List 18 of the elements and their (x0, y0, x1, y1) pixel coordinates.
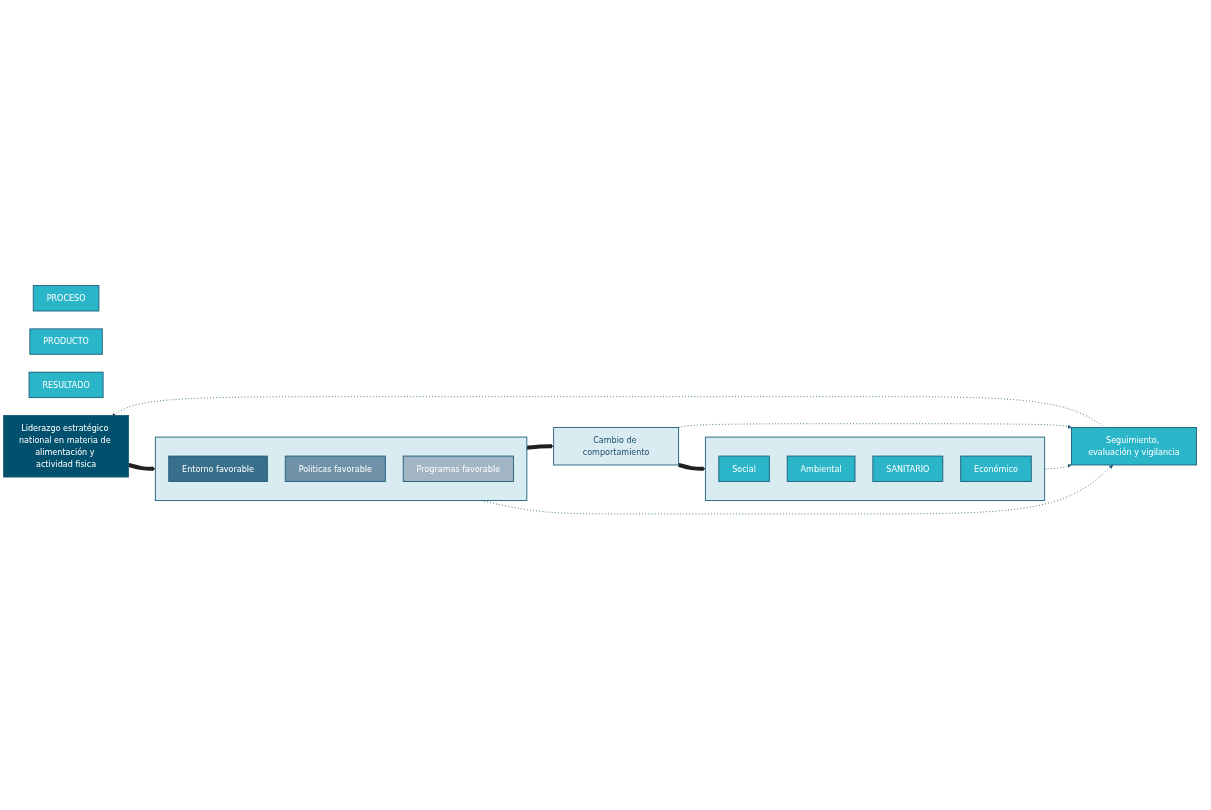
arrow (128, 463, 156, 472)
node-box: Social (718, 455, 770, 483)
node-box: Entorno favorable (168, 455, 268, 483)
cluster (704, 436, 1046, 502)
node-box: Programas favorable (402, 455, 514, 483)
node-box: Politicas favorable (284, 455, 386, 483)
node-box: RESULTADO (28, 372, 104, 399)
arrow (526, 444, 554, 451)
node-box: PRODUCTO (29, 328, 103, 356)
cluster (154, 436, 528, 502)
arrow (678, 463, 706, 472)
node-box: Cambio de comportamiento (553, 427, 680, 466)
node-box: Liderazgo estratégico national en materia de alimentación y actividad fisica (3, 415, 129, 478)
node-box: SANITARIO (872, 455, 944, 483)
node-box: Ambiental (786, 455, 856, 483)
node-box: Económico (960, 455, 1032, 483)
node-box: Seguimiento, evaluación y vigilancia (1071, 427, 1197, 466)
node-box: PROCESO (32, 285, 100, 312)
